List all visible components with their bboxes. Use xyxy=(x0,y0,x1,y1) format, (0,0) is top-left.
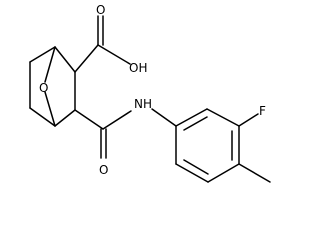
bond-c3-amide-c xyxy=(74,109,104,130)
atom-label-carbonyl-oxygen-amide: O xyxy=(99,163,108,177)
bond-n-aryl xyxy=(151,108,177,127)
bond-aryl-f xyxy=(238,113,259,127)
bond-aryl-5 xyxy=(175,163,209,183)
atom-label-amide-nitrogen: NH xyxy=(134,97,152,111)
atom-label-carbonyl-oxygen-acid: O xyxy=(96,3,105,17)
bond-amide-c-n xyxy=(102,110,132,130)
bond-o-bridge-c6 xyxy=(44,91,56,127)
bond-c1-c2 xyxy=(54,46,76,73)
atom-label-carboxylic-acid: OH xyxy=(129,61,147,75)
bond-c3-c6 xyxy=(54,109,76,127)
bond-aryl-4 xyxy=(207,163,240,183)
chemical-structure-diagram: O O OH NH O F xyxy=(29,3,271,183)
bond-aryl-inner-1 xyxy=(183,116,208,131)
bond-aryl-2 xyxy=(206,108,240,127)
bond-aryl-1 xyxy=(175,108,208,127)
bond-cooh-c-oh xyxy=(97,44,131,65)
bond-aryl-methyl xyxy=(238,163,271,183)
bond-c1-c4 xyxy=(29,46,56,63)
bond-c5-c6 xyxy=(29,107,56,127)
bond-c1-o-bridge xyxy=(44,46,56,83)
bond-c2-cooh xyxy=(74,44,99,73)
atom-label-fluorine: F xyxy=(259,104,266,118)
molecule-canvas: O O OH NH O F xyxy=(29,3,271,183)
atom-label-bridge-oxygen: O xyxy=(39,81,48,95)
bond-aryl-inner-3 xyxy=(183,159,209,175)
